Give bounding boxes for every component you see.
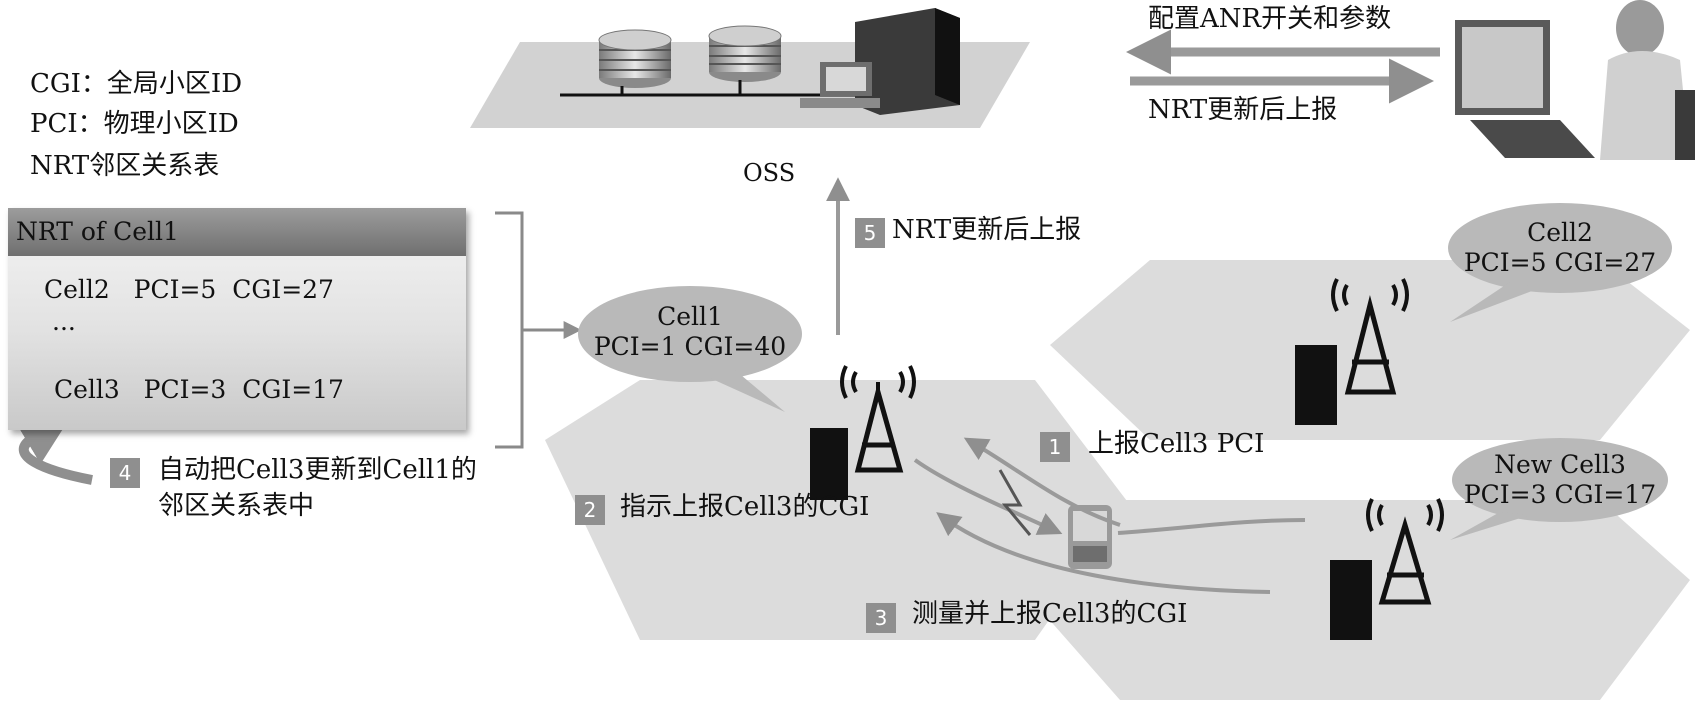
step4-badge: 4 [110, 458, 140, 488]
step2-label: 指示上报Cell3的CGI [620, 492, 870, 522]
cell1-params: PCI=1 CGI=40 [593, 332, 787, 361]
legend-nrt: NRT邻区关系表 [30, 151, 220, 181]
database-icon [598, 29, 672, 95]
auto-update-arrow [14, 416, 93, 485]
cell1-name: Cell1 [657, 302, 723, 331]
cell3-tower-icon [1330, 498, 1444, 640]
cell1-tower-icon [810, 365, 916, 500]
cell1-bubble-text: Cell1 PCI=1 CGI=40 [585, 302, 795, 362]
cell3-bubble [1450, 438, 1668, 540]
nrt-row-ellipsis: ... [52, 307, 76, 336]
nrt-bracket [495, 211, 524, 449]
operator-computer-icon [1455, 0, 1695, 160]
config-label: 配置ANR开关和参数 [1148, 4, 1392, 34]
cell2-name: Cell2 [1527, 218, 1593, 247]
cell1-bubble [578, 286, 802, 412]
nrt-table: NRT of Cell1 Cell2 PCI=5 CGI=27 ... Cell… [8, 208, 466, 430]
cell3-bubble-text: New Cell3 PCI=3 CGI=17 [1455, 450, 1665, 510]
cell2-bubble [1448, 203, 1672, 322]
nrt-row-cell2: Cell2 PCI=5 CGI=27 [44, 275, 334, 304]
cell2-bubble-text: Cell2 PCI=5 CGI=27 [1455, 218, 1665, 278]
nrt-table-header: NRT of Cell1 [8, 208, 466, 256]
cell2-tower-icon [1295, 278, 1409, 425]
step5-badge: 5 [855, 218, 885, 248]
nrt-row-cell3: Cell3 PCI=3 CGI=17 [54, 375, 344, 404]
step1-report-pci-arrow [963, 437, 1121, 527]
step2-request-cgi-arrow [913, 458, 1063, 535]
step2-badge: 2 [575, 495, 605, 525]
oss-label: OSS [743, 159, 796, 187]
radio-link-icon [998, 469, 1032, 536]
cell3-signal-arrow [1117, 518, 1306, 535]
step3-label: 测量并上报Cell3的CGI [912, 599, 1188, 629]
cell2-params: PCI=5 CGI=27 [1463, 248, 1657, 277]
step4-label-line2: 邻区关系表中 [158, 491, 315, 521]
cell3-name: New Cell3 [1494, 450, 1626, 479]
legend-pci: PCI：物理小区ID [30, 109, 239, 139]
cell2-coverage-area [1050, 260, 1690, 440]
mobile-phone-icon [1068, 505, 1112, 569]
database-icon [708, 25, 782, 95]
server-workstation-icon [800, 8, 960, 115]
step3-report-cgi-arrow [936, 512, 1271, 594]
cell3-params: PCI=3 CGI=17 [1463, 480, 1657, 509]
step1-label: 上报Cell3 PCI [1088, 429, 1265, 459]
legend-cgi: CGI：全局小区ID [30, 69, 243, 99]
step5-label: NRT更新后上报 [892, 215, 1082, 245]
step1-badge: 1 [1040, 432, 1070, 462]
step3-badge: 3 [866, 603, 896, 633]
nrt-table-title: NRT of Cell1 [16, 217, 179, 246]
step4-label-line1: 自动把Cell3更新到Cell1的 [158, 455, 477, 485]
report-label: NRT更新后上报 [1148, 95, 1338, 125]
